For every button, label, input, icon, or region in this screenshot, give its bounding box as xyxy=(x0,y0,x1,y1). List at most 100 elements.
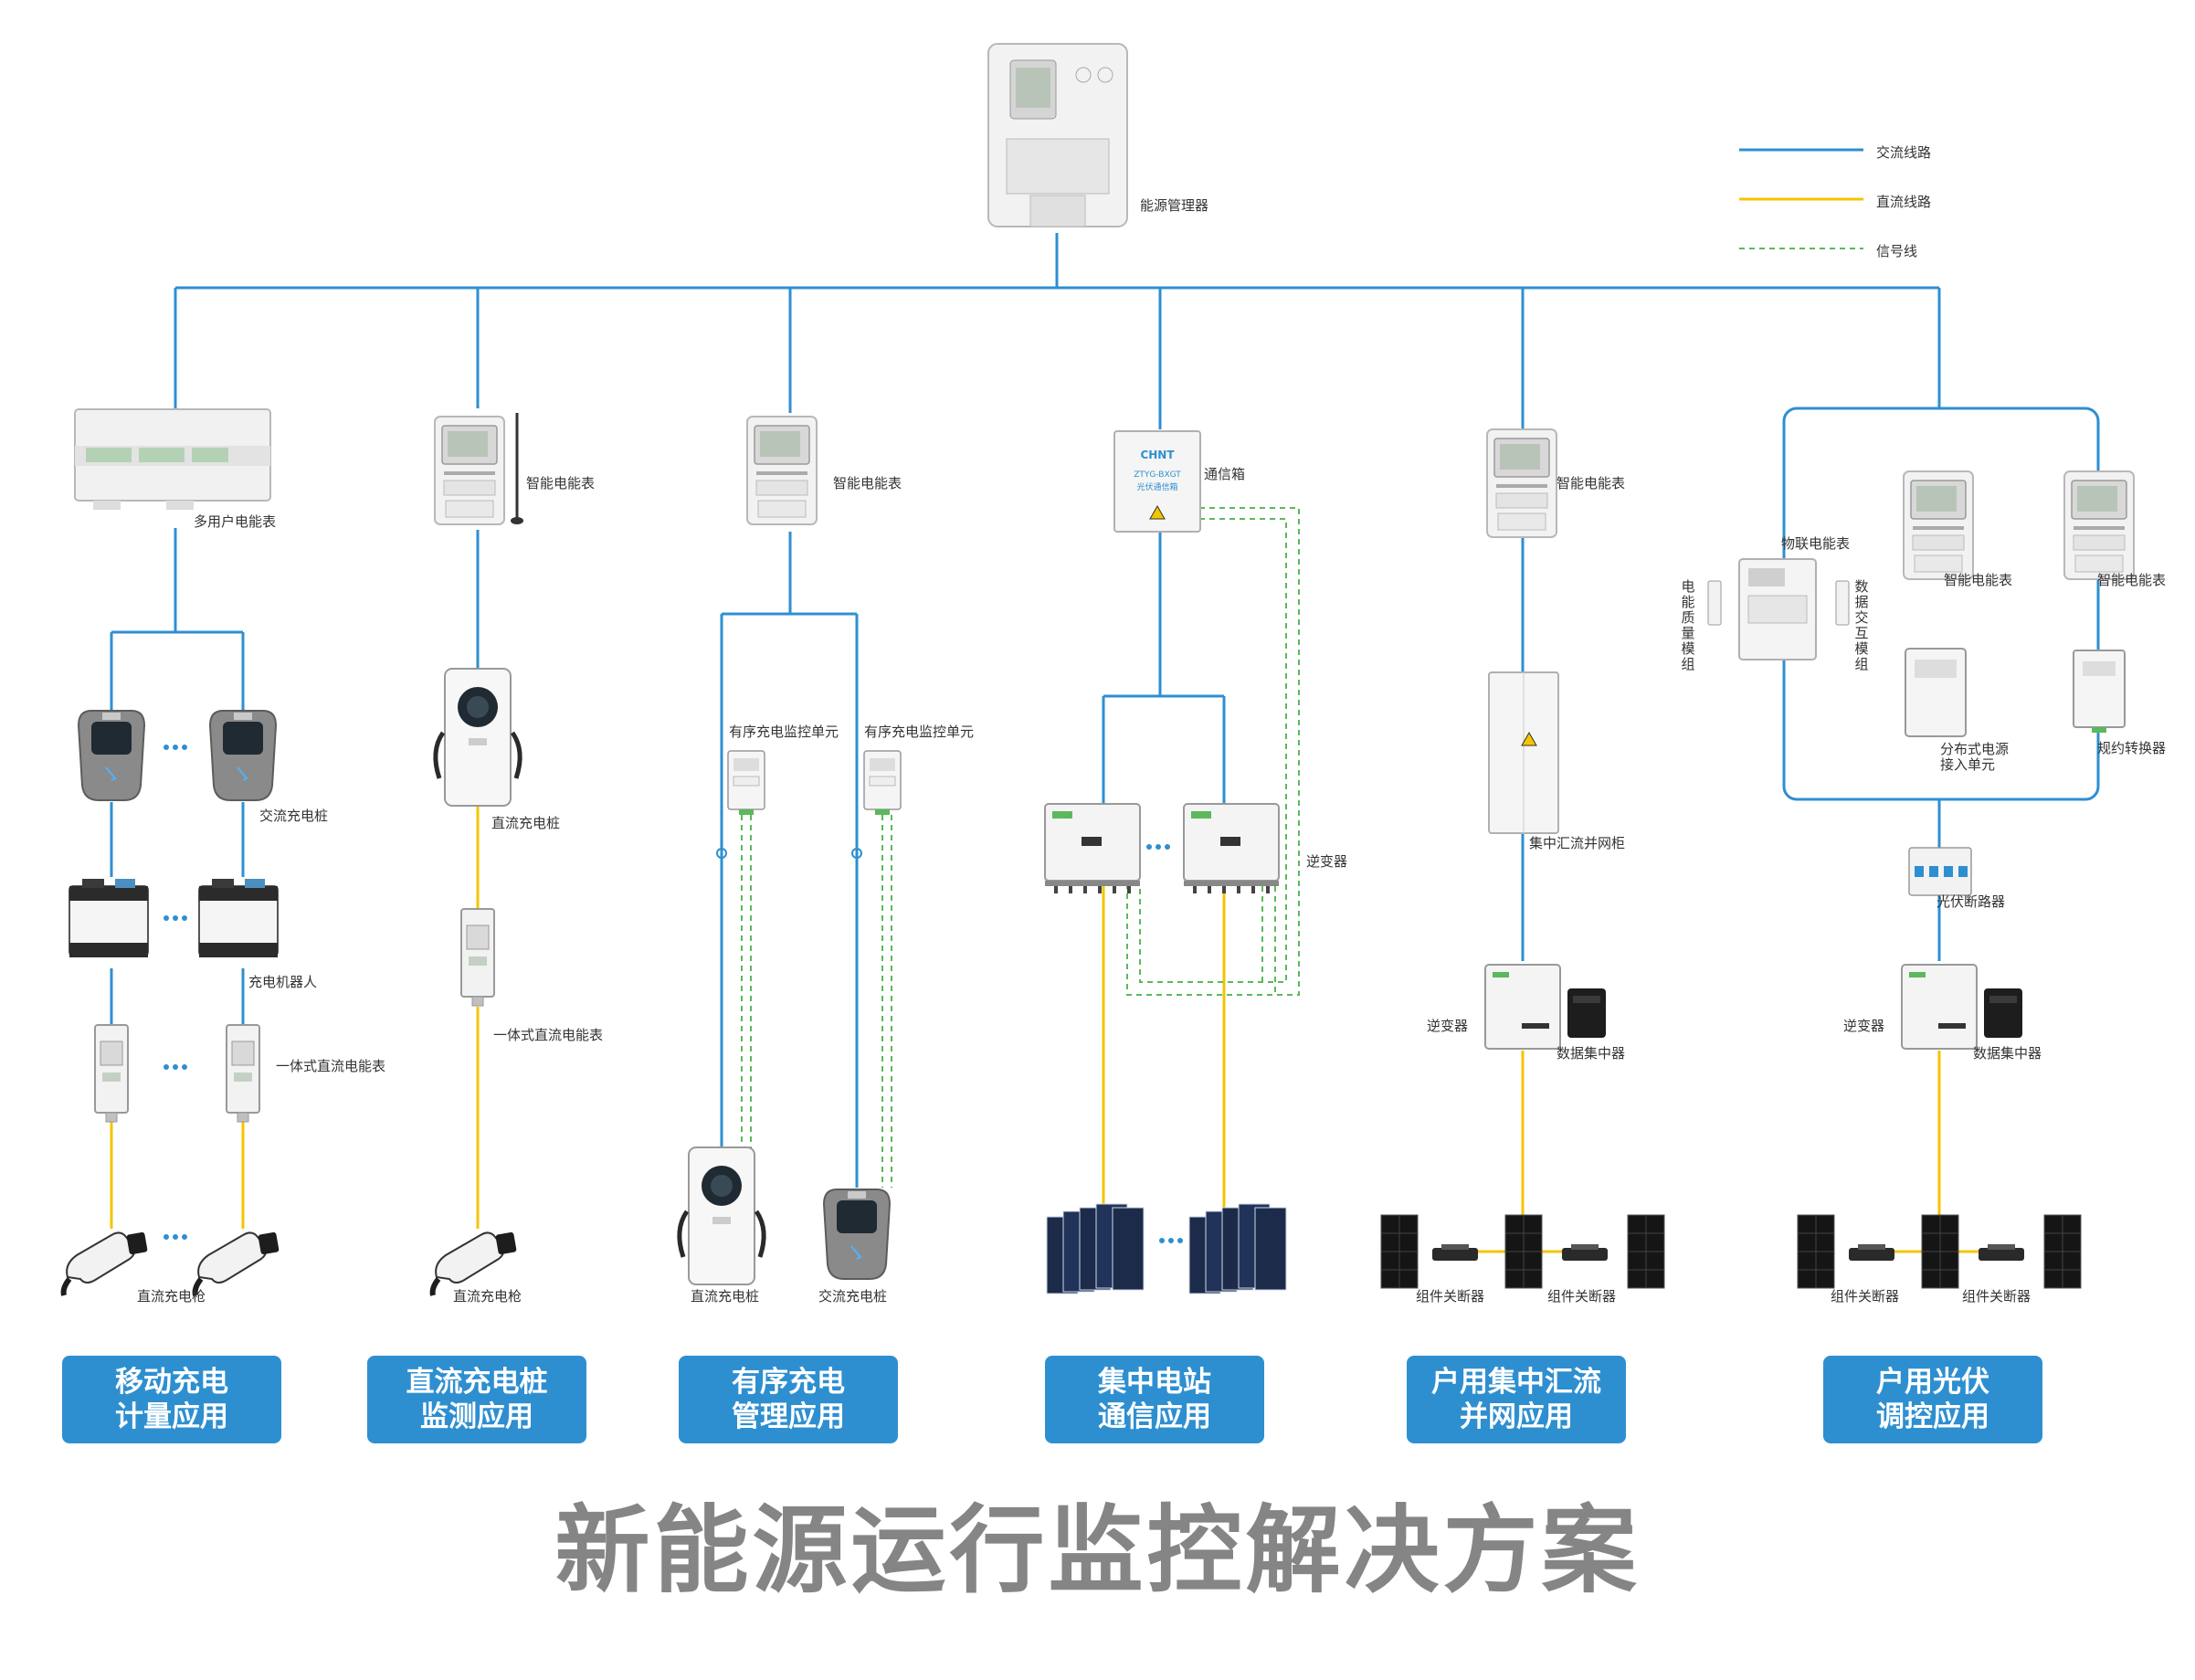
smart-meter-device[interactable] xyxy=(746,416,818,525)
app-household-pv-button[interactable]: 户用光伏 调控应用 xyxy=(1823,1356,2042,1443)
robot-label: 充电机器人 xyxy=(248,974,318,990)
current-sensor-icon xyxy=(716,848,862,859)
multi-user-meter-device[interactable] xyxy=(74,408,271,510)
dist-unit-device[interactable] xyxy=(1905,648,1967,737)
button-line: 调控应用 xyxy=(1876,1400,1989,1433)
button-line: 管理应用 xyxy=(732,1400,845,1433)
signal-lines xyxy=(741,507,1300,1188)
dc-pile-label: 直流充电桩 xyxy=(491,815,561,831)
ac-charging-pile-device[interactable] xyxy=(209,710,277,801)
smart-meter-device[interactable] xyxy=(1486,428,1557,538)
charging-robot-device[interactable] xyxy=(69,878,149,958)
data-concentrator-device[interactable] xyxy=(1567,988,1606,1038)
shutdown-device[interactable] xyxy=(1979,1244,2024,1261)
solar-panel-device[interactable] xyxy=(1921,1214,1959,1289)
ac-pile-label: 交流充电桩 xyxy=(259,808,329,824)
button-line: 直流充电桩 xyxy=(406,1366,548,1399)
pv-breaker-label: 光伏断路器 xyxy=(1936,893,2006,910)
dc-gun-device[interactable] xyxy=(195,1231,280,1295)
solar-panel-device[interactable] xyxy=(1504,1214,1543,1289)
shutdown-device[interactable] xyxy=(1562,1244,1608,1261)
data-concentrator-device[interactable] xyxy=(1984,988,2022,1038)
smart-meter-device[interactable] xyxy=(2063,470,2135,580)
monitor-unit-device[interactable] xyxy=(863,750,902,816)
solar-panel-device[interactable] xyxy=(1797,1214,1835,1289)
app-mobile-charging-button[interactable]: 移动充电 计量应用 xyxy=(62,1356,281,1443)
iot-meter-device[interactable] xyxy=(1738,558,1817,660)
inverter-device[interactable] xyxy=(1484,964,1561,1050)
dc-gun-device[interactable] xyxy=(64,1231,148,1295)
iot-meter-label: 物联电能表 xyxy=(1781,535,1851,552)
legend-ac-label: 交流线路 xyxy=(1876,144,1932,161)
smart-meter-device[interactable] xyxy=(434,416,505,525)
monitor-unit-device[interactable] xyxy=(727,750,765,816)
comm-box-label: 通信箱 xyxy=(1204,466,1246,482)
dc-lines xyxy=(110,800,1979,1253)
ac-lines xyxy=(110,233,2100,1188)
energy-manager-label: 能源管理器 xyxy=(1140,197,1209,214)
data-module-label: 数据交互模组 xyxy=(1854,578,1869,672)
box-label: 光伏通信箱 xyxy=(1136,481,1177,492)
button-line: 移动充电 xyxy=(115,1366,228,1399)
legend-signal-label: 信号线 xyxy=(1876,243,1918,259)
dc-charging-pile-device[interactable] xyxy=(436,669,520,806)
inverter-label: 逆变器 xyxy=(1427,1018,1469,1034)
smart-meter-label: 智能电能表 xyxy=(833,475,902,491)
inverter-device[interactable] xyxy=(1183,803,1280,894)
dc-meter-device[interactable] xyxy=(226,1024,260,1123)
smart-meter-label: 智能电能表 xyxy=(1557,475,1626,491)
solar-panel-device[interactable] xyxy=(1046,1203,1145,1294)
button-line: 集中电站 xyxy=(1098,1366,1211,1399)
ac-charging-pile-device[interactable] xyxy=(823,1189,891,1280)
inverter-label: 逆变器 xyxy=(1306,853,1348,870)
charging-robot-device[interactable] xyxy=(198,878,279,958)
concentrator-label: 数据集中器 xyxy=(1973,1045,2042,1062)
smart-meter-device[interactable] xyxy=(1903,470,1974,580)
comm-box-device[interactable]: CHNT ZTYG-BXGT 光伏通信箱 xyxy=(1113,430,1201,533)
pv-breaker-device[interactable] xyxy=(1908,847,1972,896)
monitor-unit-label: 有序充电监控单元 xyxy=(864,724,975,740)
energy-manager-device[interactable] xyxy=(987,43,1128,227)
button-line: 并网应用 xyxy=(1460,1400,1573,1433)
button-line: 监测应用 xyxy=(420,1400,533,1433)
converter-device[interactable] xyxy=(2073,650,2126,733)
ellipsis-icon xyxy=(164,745,187,1240)
antenna-icon xyxy=(511,413,523,524)
dc-meter-label: 一体式直流电能表 xyxy=(276,1058,386,1074)
inverter-device[interactable] xyxy=(1044,803,1141,894)
breaker-label: 组件关断器 xyxy=(1547,1288,1617,1305)
breaker-label: 组件关断器 xyxy=(1416,1288,1485,1305)
breaker-label: 组件关断器 xyxy=(1831,1288,1900,1305)
shutdown-device[interactable] xyxy=(1432,1244,1478,1261)
dc-meter-device[interactable] xyxy=(94,1024,129,1123)
concentrator-label: 数据集中器 xyxy=(1557,1045,1626,1062)
model-label: ZTYG-BXGT xyxy=(1134,470,1181,480)
dc-gun-device[interactable] xyxy=(433,1231,517,1295)
shutdown-device[interactable] xyxy=(1849,1244,1894,1261)
app-dc-pile-monitor-button[interactable]: 直流充电桩 监测应用 xyxy=(367,1356,586,1443)
button-line: 户用光伏 xyxy=(1876,1366,1989,1399)
solar-panel-device[interactable] xyxy=(1188,1203,1287,1294)
app-central-station-button[interactable]: 集中电站 通信应用 xyxy=(1045,1356,1264,1443)
dc-charging-pile-device[interactable] xyxy=(680,1147,764,1284)
solar-panel-device[interactable] xyxy=(1627,1214,1665,1289)
pq-module-device[interactable] xyxy=(1707,580,1722,626)
button-line: 有序充电 xyxy=(732,1366,845,1399)
dc-pile-label: 直流充电桩 xyxy=(691,1288,760,1305)
dist-unit-label: 分布式电源接入单元 xyxy=(1940,741,2010,773)
ac-charging-pile-device[interactable] xyxy=(78,710,145,801)
solar-panel-device[interactable] xyxy=(1380,1214,1419,1289)
smart-meter-label: 智能电能表 xyxy=(526,475,596,491)
dc-gun-label: 直流充电枪 xyxy=(453,1288,522,1305)
app-household-grid-button[interactable]: 户用集中汇流 并网应用 xyxy=(1407,1356,1626,1443)
solar-panel-device[interactable] xyxy=(2043,1214,2082,1289)
legend xyxy=(1739,148,1863,249)
grid-cabinet-device[interactable] xyxy=(1488,671,1559,834)
ellipsis-icon xyxy=(1146,844,1183,1243)
inverter-device[interactable] xyxy=(1901,964,1978,1050)
dc-meter-device[interactable] xyxy=(460,908,495,1007)
button-line: 计量应用 xyxy=(115,1400,228,1433)
app-ordered-charging-button[interactable]: 有序充电 管理应用 xyxy=(679,1356,898,1443)
data-module-device[interactable] xyxy=(1835,580,1850,626)
